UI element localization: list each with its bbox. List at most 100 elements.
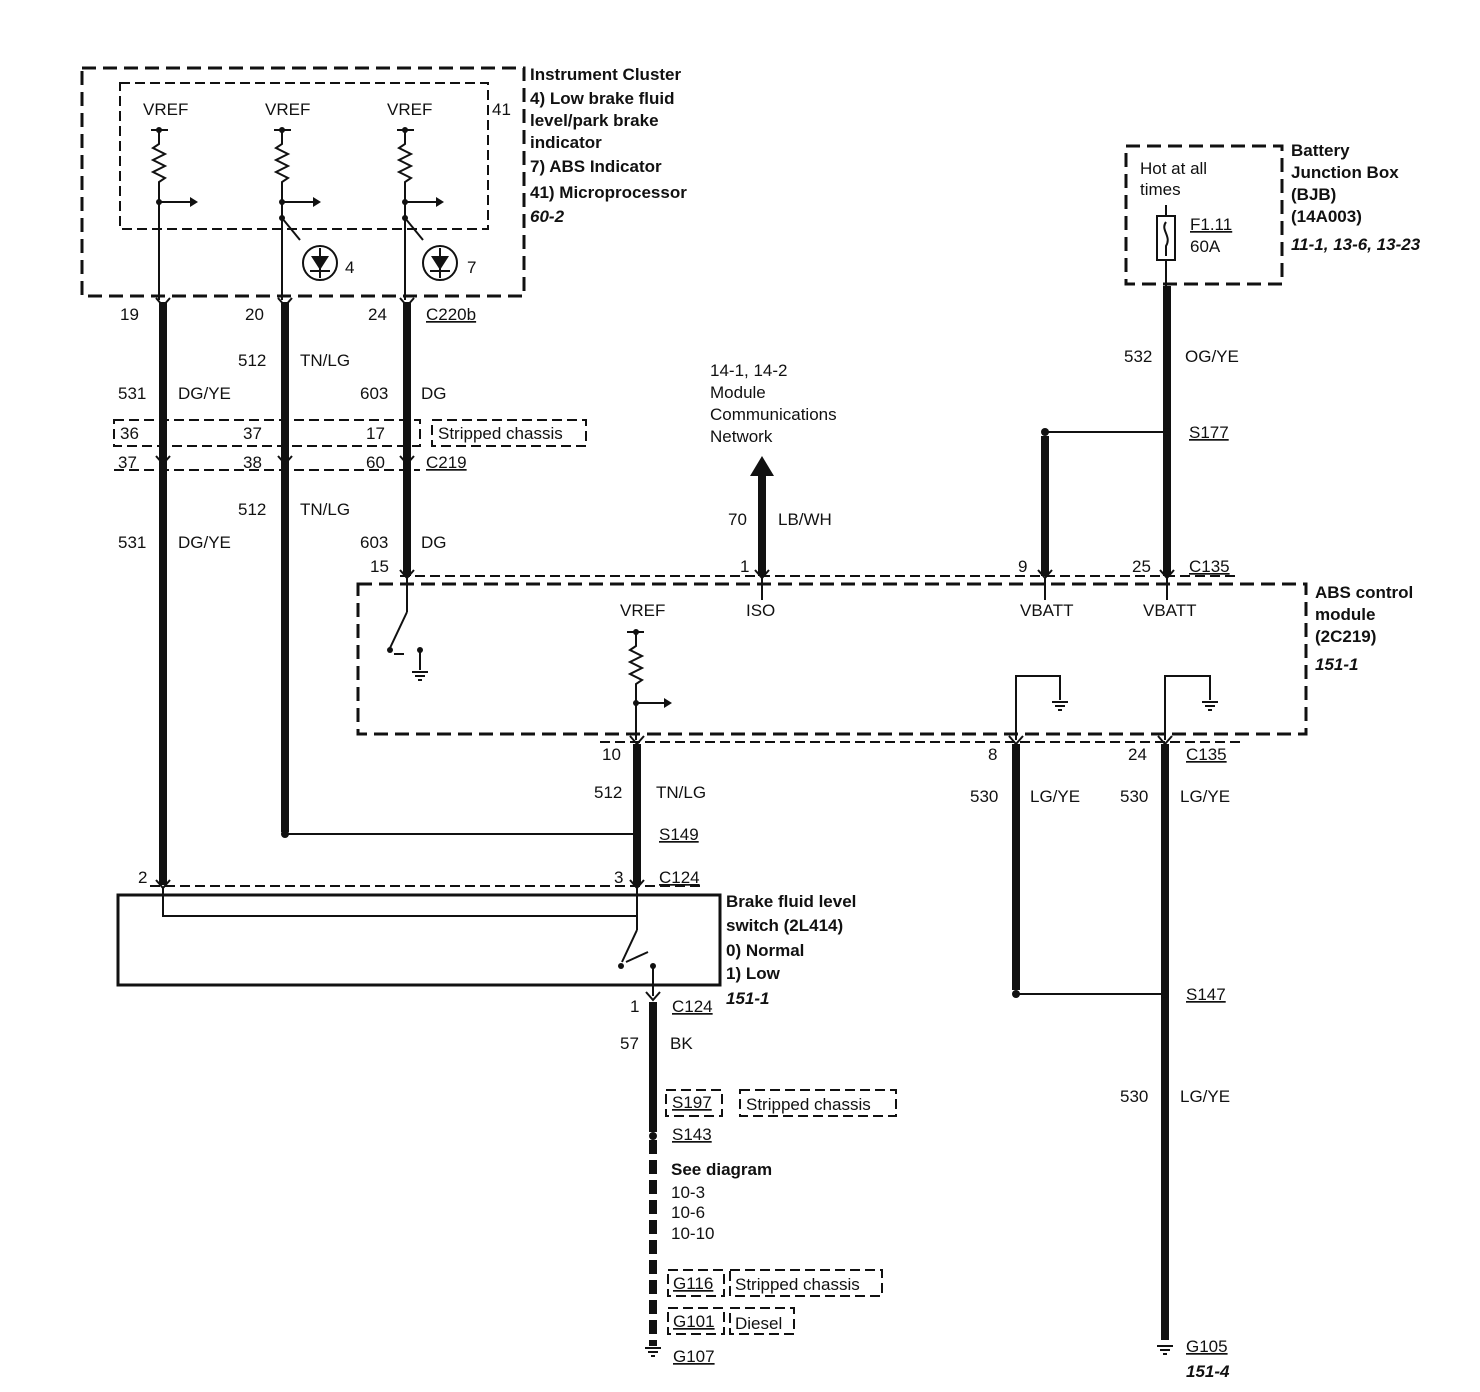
cluster-vref-circuit-1 xyxy=(151,127,198,300)
wire-70-number: 70 xyxy=(728,510,747,529)
pin-9: 9 xyxy=(1018,557,1027,576)
pin-1-abs: 1 xyxy=(740,557,749,576)
wire-532 xyxy=(1041,286,1171,576)
fluid-level-switch-icon xyxy=(618,929,656,969)
connector-c220b: 19 20 24 C220b xyxy=(120,297,476,324)
vref-label: VREF xyxy=(143,100,188,119)
abs-control-module: 15 1 9 25 C135 VREF ISO VBATT VBATT xyxy=(356,557,1413,764)
wire-603-color: DG xyxy=(421,384,447,403)
splice-s147: S147 xyxy=(1186,985,1226,1004)
bjb-title-2: Junction Box xyxy=(1291,163,1399,182)
stripped-chassis-splice-box: 36 37 17 Stripped chassis xyxy=(113,419,587,447)
pin-24: 24 xyxy=(368,305,387,324)
diagram-ref-2: 10-6 xyxy=(671,1203,705,1222)
switch-reference: 151-1 xyxy=(726,989,769,1008)
lamp-7-label: 7 xyxy=(467,258,476,277)
low-brake-fluid-indicator-icon: 4 xyxy=(302,245,354,281)
abs-indicator-icon: 7 xyxy=(422,245,476,281)
network-ref: 14-1, 14-2 xyxy=(710,361,788,380)
network-reference: 14-1, 14-2 Module Communications Network xyxy=(710,361,837,446)
diesel-label: Diesel xyxy=(735,1314,782,1333)
wire-57 xyxy=(644,1002,662,1357)
bjb-reference: 11-1, 13-6, 13-23 xyxy=(1291,235,1421,254)
c135-label: C135 xyxy=(1189,557,1230,576)
wire-530-number: 530 xyxy=(970,787,998,806)
abs-vbatt-label-2: VBATT xyxy=(1143,601,1197,620)
diagram-ref-3: 10-10 xyxy=(671,1224,714,1243)
instrument-cluster-title: Instrument Cluster xyxy=(530,65,682,84)
abs-warning-switch-icon xyxy=(387,578,429,681)
battery-junction-box: Hot at all times F1.11 60A Battery Junct… xyxy=(1124,141,1421,286)
cluster-item-7: 7) ABS Indicator xyxy=(530,157,662,176)
bjb-hot-label-2: times xyxy=(1140,180,1181,199)
network-arrow-icon xyxy=(750,456,774,476)
pin-8: 8 xyxy=(988,745,997,764)
wire-57-number: 57 xyxy=(620,1034,639,1053)
c219-label: C219 xyxy=(426,453,467,472)
wire-530 xyxy=(1012,744,1169,1340)
wire-530-number-2: 530 xyxy=(1120,787,1148,806)
cluster-vref-circuit-2 xyxy=(274,127,321,300)
wire-530-color-2: LG/YE xyxy=(1180,787,1230,806)
splice-s149: S149 xyxy=(659,825,699,844)
wire-530-color-3: LG/YE xyxy=(1180,1087,1230,1106)
wire-531-color: DG/YE xyxy=(178,533,231,552)
pin-20: 20 xyxy=(245,305,264,324)
wire-603-number: 603 xyxy=(360,533,388,552)
abs-vbatt-label: VBATT xyxy=(1020,601,1074,620)
stripped-chassis-label-3: Stripped chassis xyxy=(735,1275,860,1294)
splice-s177: S177 xyxy=(1189,423,1229,442)
fuse-rating: 60A xyxy=(1190,237,1221,256)
wire-512-number: 512 xyxy=(238,500,266,519)
cluster-reference: 60-2 xyxy=(530,207,565,226)
ground-g105: G105 xyxy=(1186,1337,1228,1356)
pin-60: 60 xyxy=(366,453,385,472)
bjb-title-3: (BJB) xyxy=(1291,185,1336,204)
splice-s197: S197 xyxy=(672,1093,712,1112)
switch-title: Brake fluid level xyxy=(726,892,856,911)
pin-1-switch: 1 xyxy=(630,997,639,1016)
wire-70 xyxy=(750,456,774,576)
stripped-chassis-label: Stripped chassis xyxy=(438,424,563,443)
bjb-title: Battery xyxy=(1291,141,1350,160)
instrument-cluster: VREF VREF VREF 41 xyxy=(80,65,687,300)
pin-38: 38 xyxy=(243,453,262,472)
pin-36: 36 xyxy=(120,424,139,443)
ground-g101: G101 xyxy=(673,1312,715,1331)
bjb-part-number: (14A003) xyxy=(1291,207,1362,226)
cluster-item-41: 41) Microprocessor xyxy=(530,183,687,202)
pin-2: 2 xyxy=(138,868,147,887)
pin-37-c219: 37 xyxy=(118,453,137,472)
splice-s143: S143 xyxy=(672,1125,712,1144)
ground-g105-icon xyxy=(1156,1345,1174,1355)
cluster-vref-circuit-3 xyxy=(397,127,444,300)
wire-531-number: 531 xyxy=(118,384,146,403)
pin-19: 19 xyxy=(120,305,139,324)
pin-41-label: 41 xyxy=(492,100,511,119)
wire-512-color: TN/LG xyxy=(300,351,350,370)
cluster-item-4-line2: level/park brake xyxy=(530,111,659,130)
c124-label: C124 xyxy=(659,868,700,887)
pin-37: 37 xyxy=(243,424,262,443)
wire-512-color: TN/LG xyxy=(656,783,706,802)
c220b-label: C220b xyxy=(426,305,476,324)
abs-vref-label: VREF xyxy=(620,601,665,620)
lamp-4-label: 4 xyxy=(345,258,354,277)
abs-reference: 151-1 xyxy=(1315,655,1358,674)
vref-label: VREF xyxy=(265,100,310,119)
wire-512-color: TN/LG xyxy=(300,500,350,519)
pin-3: 3 xyxy=(614,868,623,887)
wire-57-color: BK xyxy=(670,1034,693,1053)
wire-512-number: 512 xyxy=(238,351,266,370)
abs-ground-loop-2 xyxy=(1164,675,1219,740)
wire-532-color: OG/YE xyxy=(1185,347,1239,366)
switch-state-normal: 0) Normal xyxy=(726,941,804,960)
pin-17: 17 xyxy=(366,424,385,443)
bjb-hot-label: Hot at all xyxy=(1140,159,1207,178)
stripped-chassis-label-2: Stripped chassis xyxy=(746,1095,871,1114)
ground-g116: G116 xyxy=(673,1274,713,1293)
abs-vref-circuit xyxy=(627,629,672,740)
switch-title-2: switch (2L414) xyxy=(726,916,843,935)
abs-ground-loop-1 xyxy=(1015,675,1069,740)
